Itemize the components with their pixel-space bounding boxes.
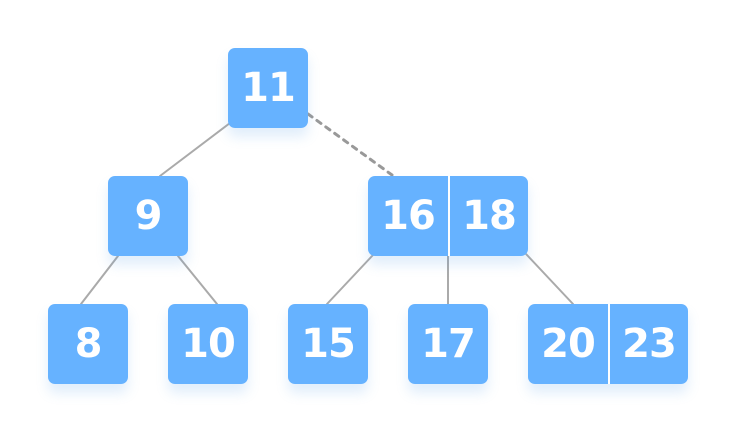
- node-key: 10: [168, 304, 248, 384]
- tree-node-15: 15: [288, 304, 368, 384]
- edge-16-18-to-15: [326, 254, 374, 305]
- node-key: 15: [288, 304, 368, 384]
- edge-16-18-to-20-23: [525, 253, 574, 305]
- tree-node-root: 11: [228, 48, 308, 128]
- edge-11-to-9: [159, 122, 231, 177]
- edge-11-to-16-18: [306, 112, 394, 177]
- edge-9-to-8: [80, 255, 119, 305]
- tree-node-10: 10: [168, 304, 248, 384]
- node-key: 23: [608, 304, 688, 384]
- node-key: 20: [528, 304, 608, 384]
- tree-node-8: 8: [48, 304, 128, 384]
- tree-node-9: 9: [108, 176, 188, 256]
- node-key: 18: [448, 176, 528, 256]
- tree-node-17: 17: [408, 304, 488, 384]
- node-key: 9: [108, 176, 188, 256]
- tree-node-20-23: 20 23: [528, 304, 688, 384]
- node-key: 17: [408, 304, 488, 384]
- node-key: 8: [48, 304, 128, 384]
- node-key: 16: [368, 176, 448, 256]
- tree-node-16-18: 16 18: [368, 176, 528, 256]
- node-key: 11: [228, 48, 308, 128]
- edge-9-to-10: [177, 255, 218, 305]
